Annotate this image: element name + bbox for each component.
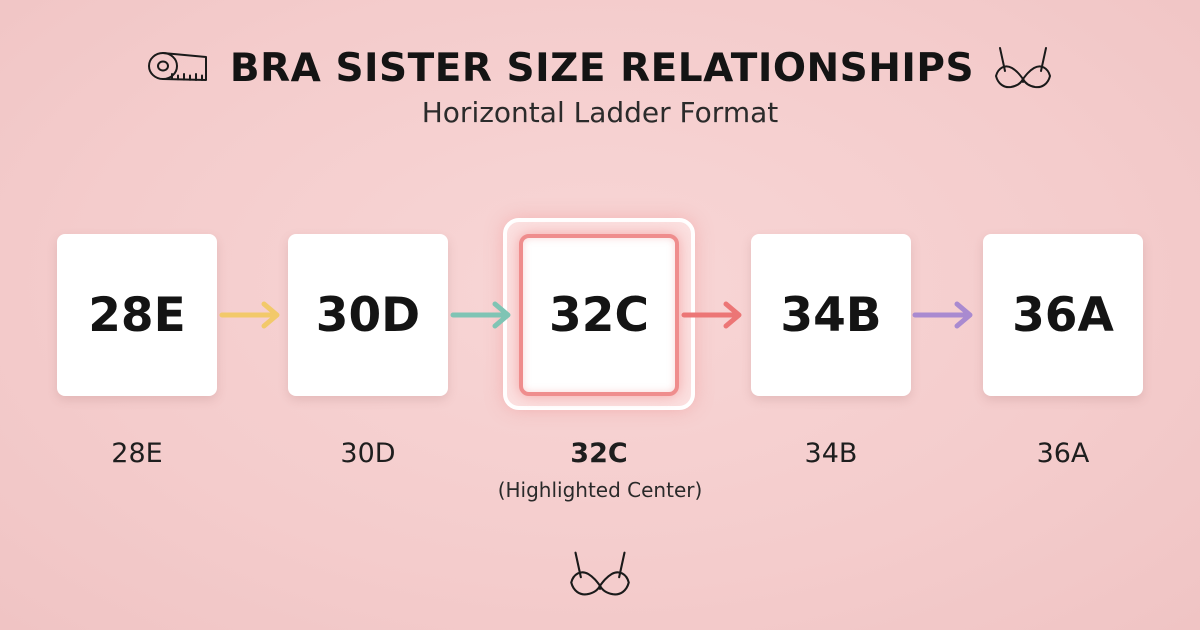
size-card-text: 34B xyxy=(780,287,882,343)
measuring-tape-icon xyxy=(147,52,207,81)
size-label-34b: 34B xyxy=(804,438,858,469)
size-card-32c-highlighted: 32C xyxy=(519,234,679,396)
size-label-36a: 36A xyxy=(1036,438,1090,469)
arrow-right-icon xyxy=(450,301,511,329)
page-title: BRA SISTER SIZE RELATIONSHIPS xyxy=(229,45,975,91)
size-card-36a: 36A xyxy=(983,234,1143,396)
size-card-text: 28E xyxy=(88,287,186,343)
size-card-text: 36A xyxy=(1012,287,1114,343)
arrow-right-icon xyxy=(219,301,280,329)
size-label-32c: 32C xyxy=(570,438,628,469)
size-card-30d: 30D xyxy=(288,234,448,396)
title-row: BRA SISTER SIZE RELATIONSHIPS xyxy=(0,38,1200,98)
page-subtitle: Horizontal Ladder Format xyxy=(421,96,779,129)
bra-icon xyxy=(570,551,630,596)
size-label-30d: 30D xyxy=(340,438,396,469)
arrow-right-icon xyxy=(681,301,742,329)
bra-icon xyxy=(995,47,1052,89)
arrow-right-icon xyxy=(912,301,973,329)
size-card-28e: 28E xyxy=(57,234,217,396)
size-card-34b: 34B xyxy=(751,234,911,396)
highlight-note: (Highlighted Center) xyxy=(497,478,703,502)
size-label-28e: 28E xyxy=(111,438,163,469)
size-card-text: 30D xyxy=(315,287,421,343)
size-card-text: 32C xyxy=(549,287,649,343)
